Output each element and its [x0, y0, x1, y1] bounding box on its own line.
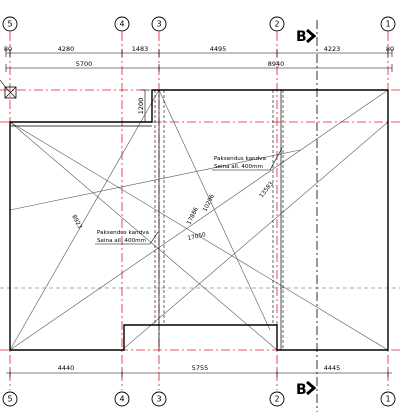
note-thickening-left: Paksendus kandva Seina all. 400mm — [95, 230, 159, 245]
dim-bottom-4445: 4445 — [324, 364, 341, 372]
axis-label-3-top: 3 — [156, 20, 161, 29]
axis-label-2-top: 2 — [274, 20, 279, 29]
axis-bubble-3-top — [151, 16, 167, 32]
section-arrow-top-icon — [306, 28, 317, 44]
section-marker-top-label: B — [296, 29, 307, 45]
inner-wall-lines — [10, 90, 389, 350]
dim-top-80-left: 80 — [4, 45, 12, 53]
diag-length-17050: 17050 — [187, 232, 207, 242]
note-thickening-right: Paksendus kandva Seina all. 400mm — [212, 147, 283, 171]
note-right-line1: Paksendus kandva — [214, 156, 266, 162]
section-marker-bottom-label: B — [296, 382, 307, 398]
dim-vertical-1200: 1200 — [137, 98, 145, 115]
diag-length-13583: 13583 — [259, 181, 275, 199]
diagonal-lines — [9, 89, 389, 351]
axis-label-3-bottom: 3 — [156, 395, 161, 404]
axis-label-1-top: 1 — [385, 20, 390, 29]
dim-top-4495: 4495 — [210, 45, 227, 53]
axis-bubble-4-top — [114, 16, 130, 32]
foundation-outline — [9, 89, 389, 351]
note-right-line2: Seina all. 400mm — [214, 164, 263, 170]
dim-top-80-right: 80 — [386, 45, 394, 53]
column-marker-icon — [0, 79, 17, 99]
axis-label-1-bottom: 1 — [385, 395, 390, 404]
dim-top-1483: 1483 — [132, 45, 149, 53]
dim-top-4280: 4280 — [58, 45, 75, 53]
axis-label-5-top: 5 — [7, 20, 12, 29]
axis-bubble-5-top — [2, 16, 18, 32]
section-arrow-bottom-icon — [306, 380, 317, 396]
dim-bottom-4440: 4440 — [58, 364, 75, 372]
diag-length-8923: 8923 — [70, 214, 82, 230]
dim-top-5700: 5700 — [76, 60, 93, 68]
diag-length-17886: 17886 — [186, 206, 200, 225]
axis-bubble-3-bottom — [151, 391, 167, 407]
axis-bubble-2-bottom — [269, 391, 285, 407]
dim-bottom-5755: 5755 — [192, 364, 209, 372]
axis-bubble-5-bottom — [2, 391, 18, 407]
axis-bubble-1-bottom — [380, 391, 396, 407]
note-left-line2: Seina all. 400mm — [97, 238, 146, 244]
axis-label-4-bottom: 4 — [119, 395, 124, 404]
axis-label-5-bottom: 5 — [7, 395, 12, 404]
axis-bubble-1-top — [380, 16, 396, 32]
vertical-dimension: 1200 — [137, 89, 149, 123]
axis-bubble-2-top — [269, 16, 285, 32]
bottom-dimension-row: 4440 5755 4445 — [6, 364, 392, 377]
note-left-line1: Paksendus kandva — [97, 230, 149, 236]
dim-top-8940: 8940 — [268, 60, 285, 68]
top-dimension-row-2: 5700 8940 — [5, 60, 393, 72]
top-dimension-row-1: 80 4280 1483 4495 4223 80 — [4, 45, 394, 57]
axis-label-4-top: 4 — [119, 20, 124, 29]
axis-label-2-bottom: 2 — [274, 395, 279, 404]
dim-top-4223: 4223 — [324, 45, 341, 53]
axis-bubble-4-bottom — [114, 391, 130, 407]
